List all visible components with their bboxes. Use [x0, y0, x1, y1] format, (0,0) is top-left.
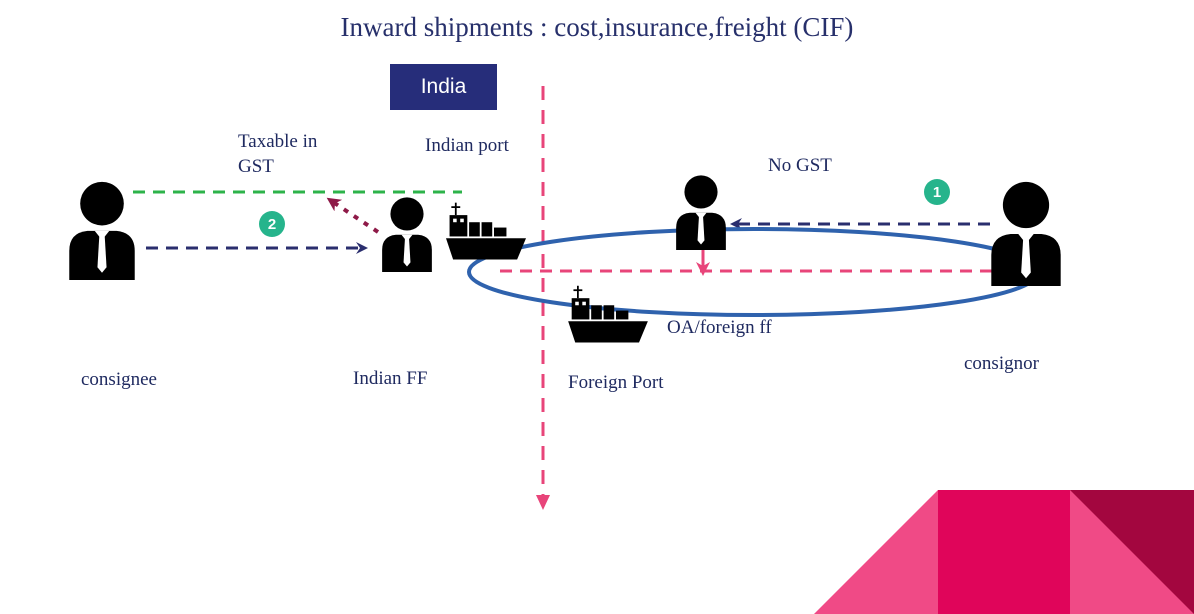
border-arrowhead [536, 495, 550, 510]
india-badge: India [390, 64, 497, 110]
corner-decoration-light [1070, 490, 1194, 614]
indian-port-label: Indian port [425, 135, 509, 156]
diagram-title: Inward shipments : cost,insurance,freigh… [340, 12, 854, 42]
corner-decoration-magenta [938, 490, 1070, 614]
no-gst-label: No GST [768, 155, 832, 176]
consignor-person-icon [991, 181, 1061, 286]
ff-to-taxable-arrow [326, 197, 380, 234]
consignor-label: consignor [964, 353, 1039, 374]
indian-port-ship-icon [446, 202, 526, 260]
highlight-ellipse [467, 227, 1041, 317]
foreign-port-ship-icon [568, 285, 648, 343]
step-2-badge: 2 [259, 211, 285, 237]
consignee-label: consignee [81, 369, 157, 390]
taxable-in-gst-label: Taxable in GST [238, 131, 318, 177]
consignee-person-icon [69, 181, 135, 280]
indian-ff-person-icon [382, 197, 432, 272]
oa-foreign-ff-label: OA/foreign ff [667, 317, 772, 338]
indian-ff-label: Indian FF [353, 368, 428, 389]
oa-person-icon [676, 175, 726, 250]
step-1-badge: 1 [924, 179, 950, 205]
foreign-port-label: Foreign Port [568, 372, 664, 393]
